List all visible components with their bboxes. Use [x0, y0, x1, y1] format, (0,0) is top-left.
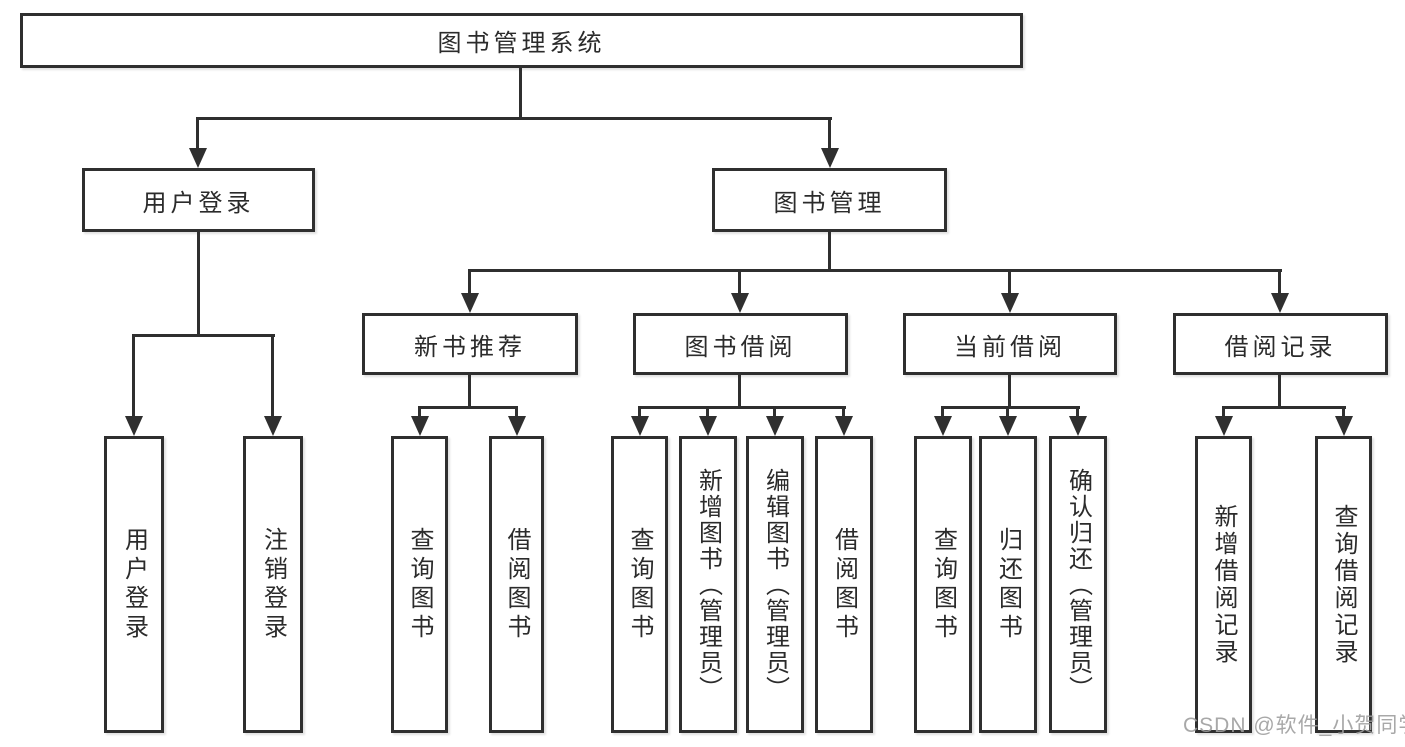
connector-book-management-stem: [828, 230, 831, 270]
connector-current-borrowing-branch: [941, 406, 1080, 409]
connector-book-management-branch: [468, 269, 1282, 272]
connector-user-login-stem: [197, 230, 200, 335]
arrow-down-to-leaf-user-login: [132, 335, 135, 416]
node-borrowing-records: 借阅记录: [1173, 313, 1388, 375]
arrow-down-to-return-books: [1006, 407, 1009, 416]
arrow-down-to-query-books-3: [941, 407, 944, 416]
leaf-query-books-2: 查询图书: [611, 436, 668, 733]
connector-borrowing-records-stem: [1278, 373, 1281, 407]
connector-borrowing-records-branch: [1222, 406, 1346, 409]
leaf-confirm-return-admin: 确认归还（管理员）: [1049, 436, 1107, 733]
arrow-down-to-borrowing-records: [1278, 270, 1281, 293]
arrow-down-to-add-borrow-record: [1222, 407, 1225, 416]
arrow-down-to-book-borrowing: [738, 270, 741, 293]
arrow-down-to-query-books-2: [638, 407, 641, 416]
node-book-borrowing: 图书借阅: [633, 313, 848, 375]
arrow-down-to-current-borrowing: [1008, 270, 1011, 293]
connector-current-borrowing-stem: [1008, 373, 1011, 407]
arrow-down-to-leaf-logout: [271, 335, 274, 416]
leaf-return-books: 归还图书: [979, 436, 1037, 733]
connector-user-login-branch: [132, 334, 275, 337]
connector-new-book-stem: [468, 373, 471, 407]
node-current-borrowing: 当前借阅: [903, 313, 1117, 375]
arrow-down-to-add-book: [706, 407, 709, 416]
arrow-down-to-query-borrow-record: [1342, 407, 1345, 416]
arrow-down-to-book-management: [828, 118, 831, 148]
leaf-add-book-admin: 新增图书（管理员）: [679, 436, 737, 733]
connector-book-borrowing-branch: [638, 406, 846, 409]
leaf-edit-book-admin: 编辑图书（管理员）: [746, 436, 804, 733]
connector-new-book-branch: [418, 406, 518, 409]
leaf-query-books-1: 查询图书: [391, 436, 448, 733]
arrow-down-to-new-book-recommendation: [468, 270, 471, 293]
leaf-query-books-3: 查询图书: [914, 436, 972, 733]
connector-root-branch: [196, 117, 832, 120]
node-new-book-recommendation: 新书推荐: [362, 313, 578, 375]
connector-book-borrowing-stem: [738, 373, 741, 407]
connector-root-stem: [519, 66, 522, 118]
arrow-down-to-borrow-books-1: [515, 407, 518, 416]
arrow-down-to-edit-book: [773, 407, 776, 416]
arrow-down-to-confirm-return: [1076, 407, 1079, 416]
arrow-down-to-user-login: [196, 118, 199, 148]
arrow-down-to-query-books-1: [418, 407, 421, 416]
leaf-borrow-books-2: 借阅图书: [815, 436, 873, 733]
leaf-borrow-books-1: 借阅图书: [489, 436, 544, 733]
csdn-watermark: CSDN @软件_小贺同学: [1183, 714, 1405, 737]
leaf-add-borrow-record: 新增借阅记录: [1195, 436, 1252, 733]
leaf-logout: 注销登录: [243, 436, 303, 733]
node-library-management-system: 图书管理系统: [20, 13, 1023, 68]
node-book-management: 图书管理: [712, 168, 947, 232]
node-user-login: 用户登录: [82, 168, 315, 232]
leaf-query-borrow-record: 查询借阅记录: [1315, 436, 1372, 733]
leaf-user-login: 用户登录: [104, 436, 164, 733]
arrow-down-to-borrow-books-2: [842, 407, 845, 416]
